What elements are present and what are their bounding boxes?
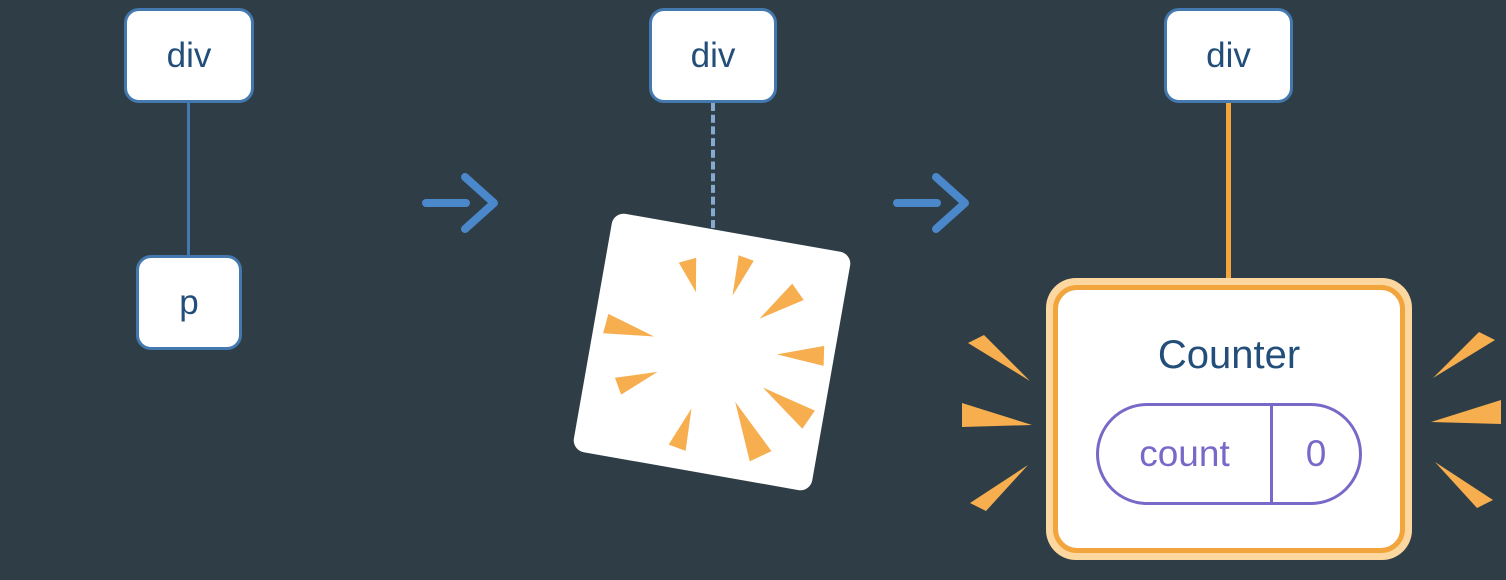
state-key-label: count bbox=[1139, 433, 1230, 474]
counter-component-card: Counter count 0 bbox=[1053, 285, 1405, 553]
poof-burst-icon bbox=[603, 255, 825, 462]
dom-node-label: div bbox=[1206, 35, 1251, 75]
component-title: Counter bbox=[1157, 333, 1301, 377]
dom-node-div: div bbox=[1164, 8, 1293, 103]
dom-node-label: div bbox=[690, 35, 736, 75]
right-arrow-icon bbox=[421, 170, 501, 236]
state-badge: count 0 bbox=[1096, 403, 1362, 505]
sparkle-burst-right-icon bbox=[1427, 330, 1505, 508]
right-arrow-icon bbox=[892, 170, 972, 236]
sparkle-burst-left-icon bbox=[958, 333, 1036, 511]
component-highlight-halo: Counter count 0 bbox=[1046, 278, 1412, 560]
state-badge-divider bbox=[1270, 406, 1273, 502]
deleted-subtree-poof bbox=[571, 211, 853, 493]
dom-node-p: p bbox=[136, 255, 242, 350]
tree-edge bbox=[187, 103, 190, 255]
dom-node-label: p bbox=[179, 282, 199, 322]
dom-node-label: div bbox=[166, 35, 212, 75]
state-value-label: 0 bbox=[1305, 433, 1327, 474]
tree-edge-active bbox=[1226, 103, 1231, 283]
dom-node-div: div bbox=[124, 8, 254, 103]
tree-edge-dashed bbox=[711, 103, 715, 228]
dom-node-div: div bbox=[649, 8, 777, 103]
